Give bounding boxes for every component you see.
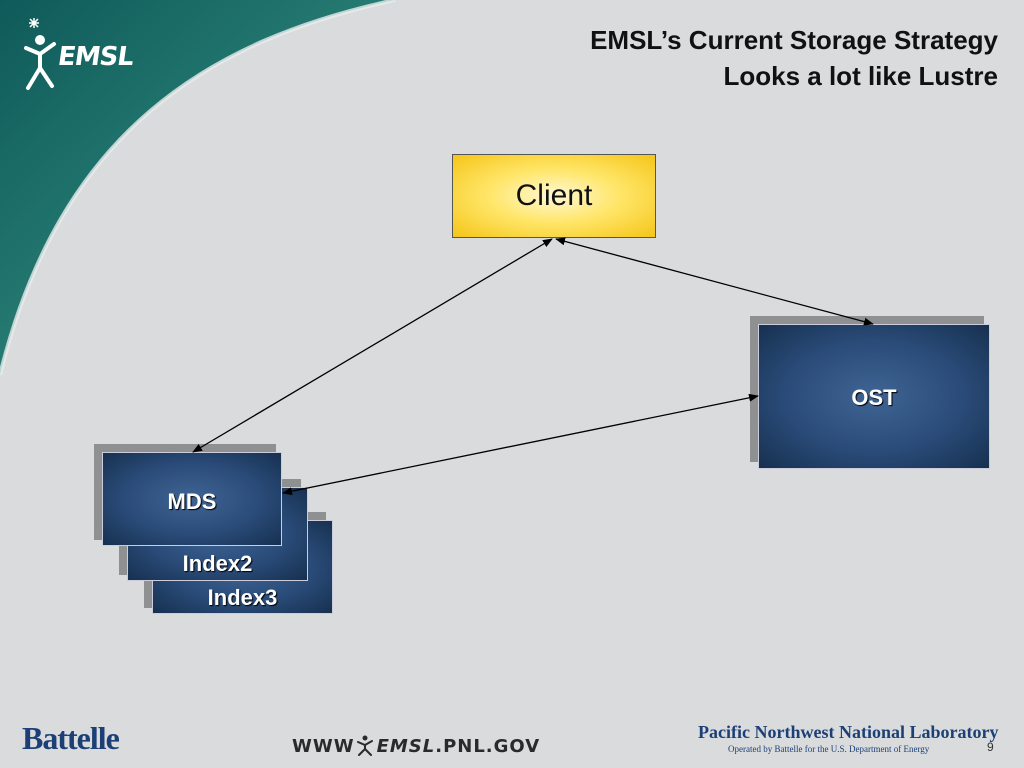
title-line-2: Looks a lot like Lustre — [723, 61, 998, 91]
edge-mds-ost — [282, 393, 759, 496]
edge-client-ost — [555, 237, 874, 326]
url-prefix: WWW — [292, 736, 355, 757]
lab-name: Pacific Northwest National Laboratory — [698, 722, 999, 742]
title-line-1: EMSL’s Current Storage Strategy — [590, 25, 998, 55]
mds-node: MDS — [102, 452, 282, 546]
index3-label: Index3 — [207, 585, 278, 610]
url-suffix: .PNL.GOV — [435, 736, 541, 757]
footer-url: WWW EMSL.PNL.GOV — [292, 732, 540, 757]
client-node: Client — [452, 154, 656, 238]
page-number: 9 — [987, 740, 994, 754]
corner-decoration — [0, 0, 396, 376]
emsl-figure-small-icon — [355, 732, 377, 757]
lab-subtitle: Operated by Battelle for the U.S. Depart… — [728, 744, 930, 754]
emsl-figure-icon — [24, 18, 56, 90]
slide-title: EMSL’s Current Storage Strategy Looks a … — [590, 22, 998, 94]
ost-node: OST — [758, 324, 990, 469]
pnnl-logo: Pacific Northwest National Laboratory Op… — [698, 722, 998, 754]
emsl-logo: EMSL — [55, 42, 136, 72]
url-brand: EMSL — [376, 736, 436, 757]
client-label: Client — [515, 179, 593, 212]
ost-label: OST — [851, 385, 897, 410]
mds-label: MDS — [167, 489, 217, 514]
battelle-logo: Battelle — [22, 720, 120, 756]
index2-label: Index2 — [182, 551, 253, 576]
